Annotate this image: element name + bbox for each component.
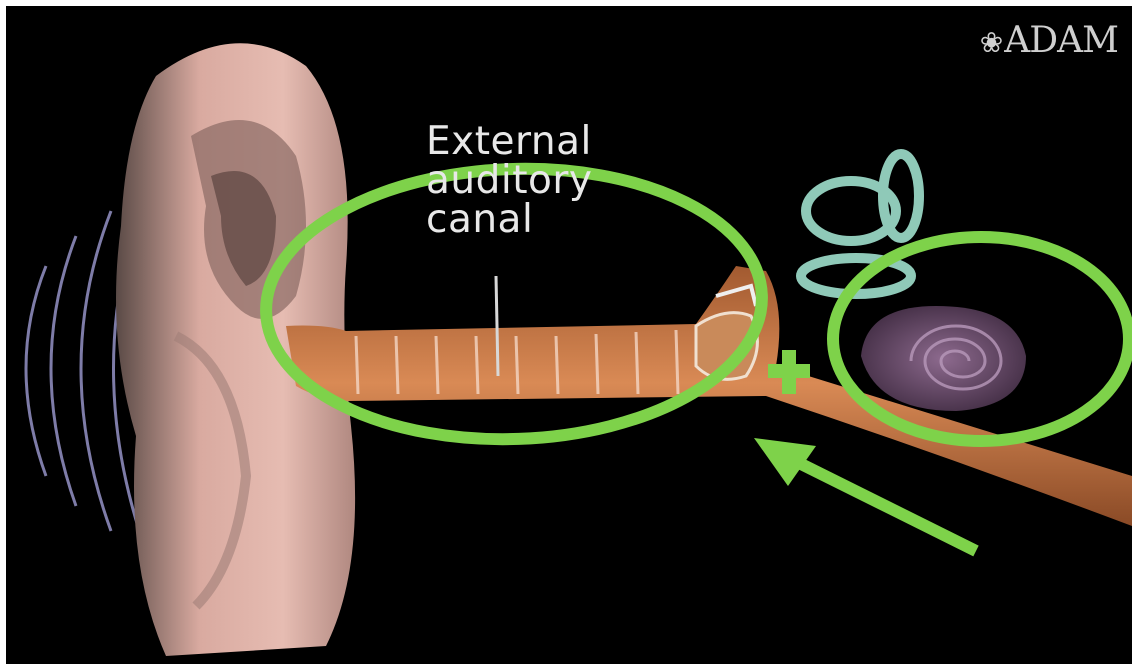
- label-line-2: auditory: [426, 161, 592, 200]
- arrow-shaft: [781, 454, 976, 551]
- logo-text: ADAM: [1004, 20, 1118, 61]
- adam-logo: ❀ADAM: [980, 20, 1118, 61]
- ear-illustration: [6, 6, 1132, 664]
- canal-label: External auditory canal: [426, 122, 592, 239]
- label-line-1: External: [426, 122, 592, 161]
- logo-mark-icon: ❀: [980, 26, 1002, 59]
- diagram-frame: External auditory canal ❀ADAM: [6, 6, 1132, 664]
- cochlea-shape: [861, 306, 1026, 411]
- label-line-3: canal: [426, 200, 592, 239]
